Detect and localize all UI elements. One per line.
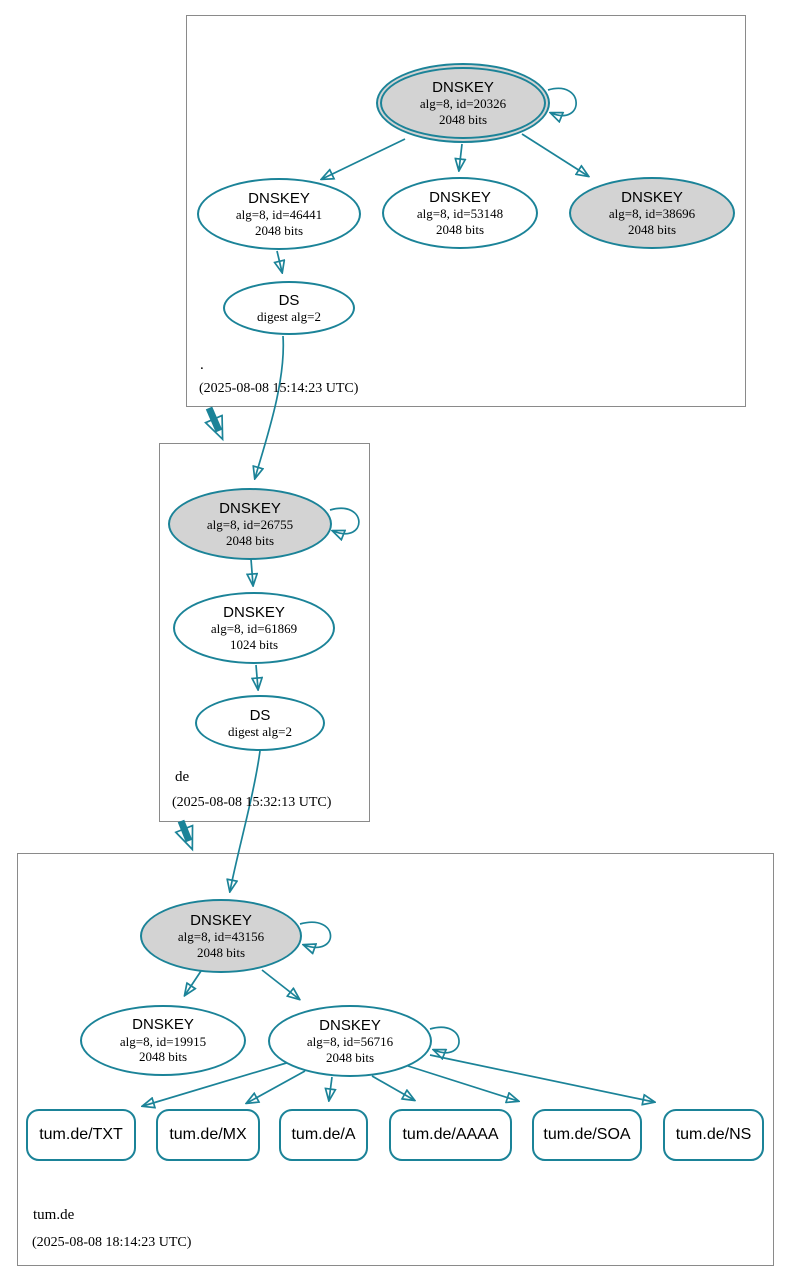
rrset-label: tum.de/A bbox=[291, 1126, 356, 1143]
node-bits: 2048 bits bbox=[138, 1049, 188, 1065]
node-title: DNSKEY bbox=[429, 188, 491, 206]
node-alg: alg=8, id=53148 bbox=[416, 206, 504, 222]
edge-zsk56716-to-txt bbox=[143, 1060, 294, 1106]
node-title: DNSKEY bbox=[132, 1016, 194, 1034]
zone-timestamp-de: (2025-08-08 15:32:13 UTC) bbox=[172, 795, 332, 810]
edge-tumde-ksk-selfloop bbox=[299, 921, 332, 947]
node-alg: alg=8, id=61869 bbox=[210, 621, 298, 637]
node-root-ds: DS digest alg=2 bbox=[223, 281, 355, 335]
node-alg: alg=8, id=19915 bbox=[119, 1033, 207, 1049]
node-tumde-ksk-43156: DNSKEY alg=8, id=43156 2048 bits bbox=[140, 899, 302, 973]
node-title: DNSKEY bbox=[319, 1016, 381, 1034]
edge-zsk61869-to-ds bbox=[256, 664, 258, 689]
node-tumde-key-19915: DNSKEY alg=8, id=19915 2048 bits bbox=[80, 1005, 246, 1076]
node-tumde-zsk-56716: DNSKEY alg=8, id=56716 2048 bits bbox=[268, 1005, 432, 1077]
zone-label-de: de bbox=[175, 769, 190, 785]
node-digest: digest alg=2 bbox=[256, 308, 322, 324]
edge-root-ds-to-de-ksk bbox=[255, 335, 285, 478]
node-bits: 2048 bits bbox=[438, 111, 488, 127]
node-root-ksk-20326: DNSKEY alg=8, id=20326 2048 bits bbox=[376, 63, 550, 143]
rrset-tumde-a: tum.de/A bbox=[279, 1109, 368, 1161]
node-de-ksk-26755: DNSKEY alg=8, id=26755 2048 bits bbox=[168, 488, 332, 560]
node-title: DNSKEY bbox=[223, 603, 285, 621]
node-alg: alg=8, id=46441 bbox=[235, 207, 323, 223]
node-root-key-53148: DNSKEY alg=8, id=53148 2048 bits bbox=[382, 177, 538, 249]
node-de-ds: DS digest alg=2 bbox=[195, 695, 325, 751]
edge-zsk56716-selfloop bbox=[429, 1026, 460, 1052]
edge-de-ds-to-tumde-ksk bbox=[230, 750, 261, 891]
rrset-tumde-soa: tum.de/SOA bbox=[532, 1109, 642, 1161]
node-bits: 2048 bits bbox=[196, 944, 246, 960]
zone-box-root bbox=[186, 15, 746, 407]
node-alg: alg=8, id=38696 bbox=[608, 206, 696, 222]
rrset-label: tum.de/NS bbox=[675, 1126, 752, 1143]
rrset-tumde-ns: tum.de/NS bbox=[663, 1109, 764, 1161]
node-alg: alg=8, id=56716 bbox=[306, 1034, 394, 1050]
node-title: DNSKEY bbox=[621, 188, 683, 206]
edge-root-ksk-selfloop bbox=[547, 87, 577, 115]
node-alg: alg=8, id=26755 bbox=[206, 517, 294, 533]
node-title: DNSKEY bbox=[219, 499, 281, 517]
edge-de-ksk-selfloop bbox=[329, 507, 360, 533]
node-bits: 2048 bits bbox=[627, 221, 677, 237]
rrset-label: tum.de/AAAA bbox=[402, 1126, 499, 1143]
rrset-label: tum.de/MX bbox=[169, 1126, 247, 1143]
node-de-zsk-61869: DNSKEY alg=8, id=61869 1024 bits bbox=[173, 592, 335, 664]
edge-root-ksk-to-key53148 bbox=[459, 143, 462, 170]
edge-de-ksk-to-zsk61869 bbox=[251, 558, 253, 585]
node-bits: 2048 bits bbox=[254, 222, 304, 238]
zone-timestamp-root: (2025-08-08 15:14:23 UTC) bbox=[199, 381, 359, 396]
rrset-tumde-txt: tum.de/TXT bbox=[26, 1109, 136, 1161]
node-bits: 1024 bits bbox=[229, 636, 279, 652]
edge-key46441-to-ds bbox=[277, 250, 282, 272]
node-title: DNSKEY bbox=[432, 78, 494, 96]
edge-delegation-root-to-de bbox=[209, 406, 219, 431]
zone-timestamp-tumde: (2025-08-08 18:14:23 UTC) bbox=[32, 1235, 192, 1250]
rrset-tumde-mx: tum.de/MX bbox=[156, 1109, 260, 1161]
node-bits: 2048 bits bbox=[435, 221, 485, 237]
edge-delegation-de-to-tumde bbox=[181, 819, 189, 841]
node-title: DS bbox=[278, 291, 300, 309]
rrset-label: tum.de/SOA bbox=[543, 1126, 631, 1143]
node-title: DS bbox=[249, 706, 271, 724]
node-alg: alg=8, id=20326 bbox=[419, 96, 507, 112]
node-root-key-46441: DNSKEY alg=8, id=46441 2048 bits bbox=[197, 178, 361, 250]
zone-label-tumde: tum.de bbox=[33, 1207, 75, 1223]
edge-zsk56716-to-mx bbox=[247, 1070, 306, 1103]
edge-zsk56716-to-ns bbox=[429, 1054, 654, 1102]
zone-box-tumde bbox=[17, 853, 774, 1266]
node-root-key-38696: DNSKEY alg=8, id=38696 2048 bits bbox=[569, 177, 735, 249]
zone-label-root: . bbox=[200, 357, 204, 373]
node-alg: alg=8, id=43156 bbox=[177, 929, 265, 945]
node-bits: 2048 bits bbox=[225, 532, 275, 548]
node-digest: digest alg=2 bbox=[227, 723, 293, 739]
edge-zsk56716-to-a bbox=[329, 1076, 332, 1100]
node-title: DNSKEY bbox=[190, 911, 252, 929]
edge-tumde-ksk-to-zsk56716 bbox=[261, 969, 299, 999]
node-bits: 2048 bits bbox=[325, 1049, 375, 1065]
node-title: DNSKEY bbox=[248, 189, 310, 207]
rrset-tumde-aaaa: tum.de/AAAA bbox=[389, 1109, 512, 1161]
edge-root-ksk-to-key38696 bbox=[521, 133, 588, 176]
edge-root-ksk-to-key46441 bbox=[322, 138, 406, 179]
edge-tumde-ksk-to-key19915 bbox=[185, 970, 202, 995]
edge-zsk56716-to-aaaa bbox=[371, 1075, 414, 1100]
edge-zsk56716-to-soa bbox=[407, 1065, 518, 1101]
rrset-label: tum.de/TXT bbox=[39, 1126, 123, 1143]
